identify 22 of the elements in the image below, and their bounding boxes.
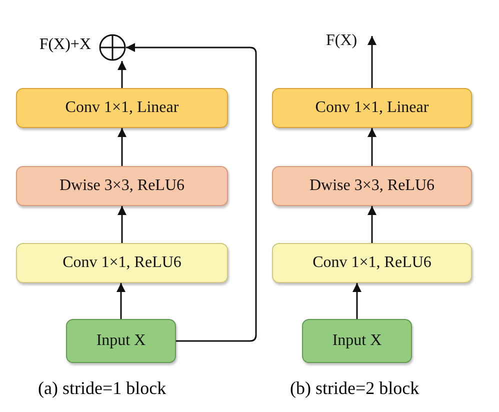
layer-box: Conv 1×1, ReLU6: [272, 243, 472, 283]
arrow: [368, 206, 376, 243]
arrow: [118, 128, 126, 166]
output-label: F(X): [326, 32, 358, 50]
layer-box: Dwise 3×3, ReLU6: [16, 166, 228, 206]
caption: (b) stride=2 block: [290, 378, 420, 399]
arrow: [118, 206, 126, 243]
layer-box: Dwise 3×3, ReLU6: [272, 166, 472, 206]
layer-box: Conv 1×1, ReLU6: [16, 243, 228, 283]
arrow: [118, 61, 126, 88]
arrow: [368, 128, 376, 166]
arrow: [126, 43, 257, 342]
sum-circle: [99, 34, 126, 61]
layer-box: Conv 1×1, Linear: [272, 88, 472, 128]
layer-box: Conv 1×1, Linear: [16, 88, 228, 128]
input-box: Input X: [66, 319, 176, 363]
arrow: [352, 283, 362, 319]
arrow: [116, 283, 126, 319]
arrow: [368, 36, 376, 88]
node-caption: F(X)+X: [39, 36, 91, 54]
input-box: Input X: [302, 319, 412, 363]
caption: (a) stride=1 block: [38, 378, 166, 399]
